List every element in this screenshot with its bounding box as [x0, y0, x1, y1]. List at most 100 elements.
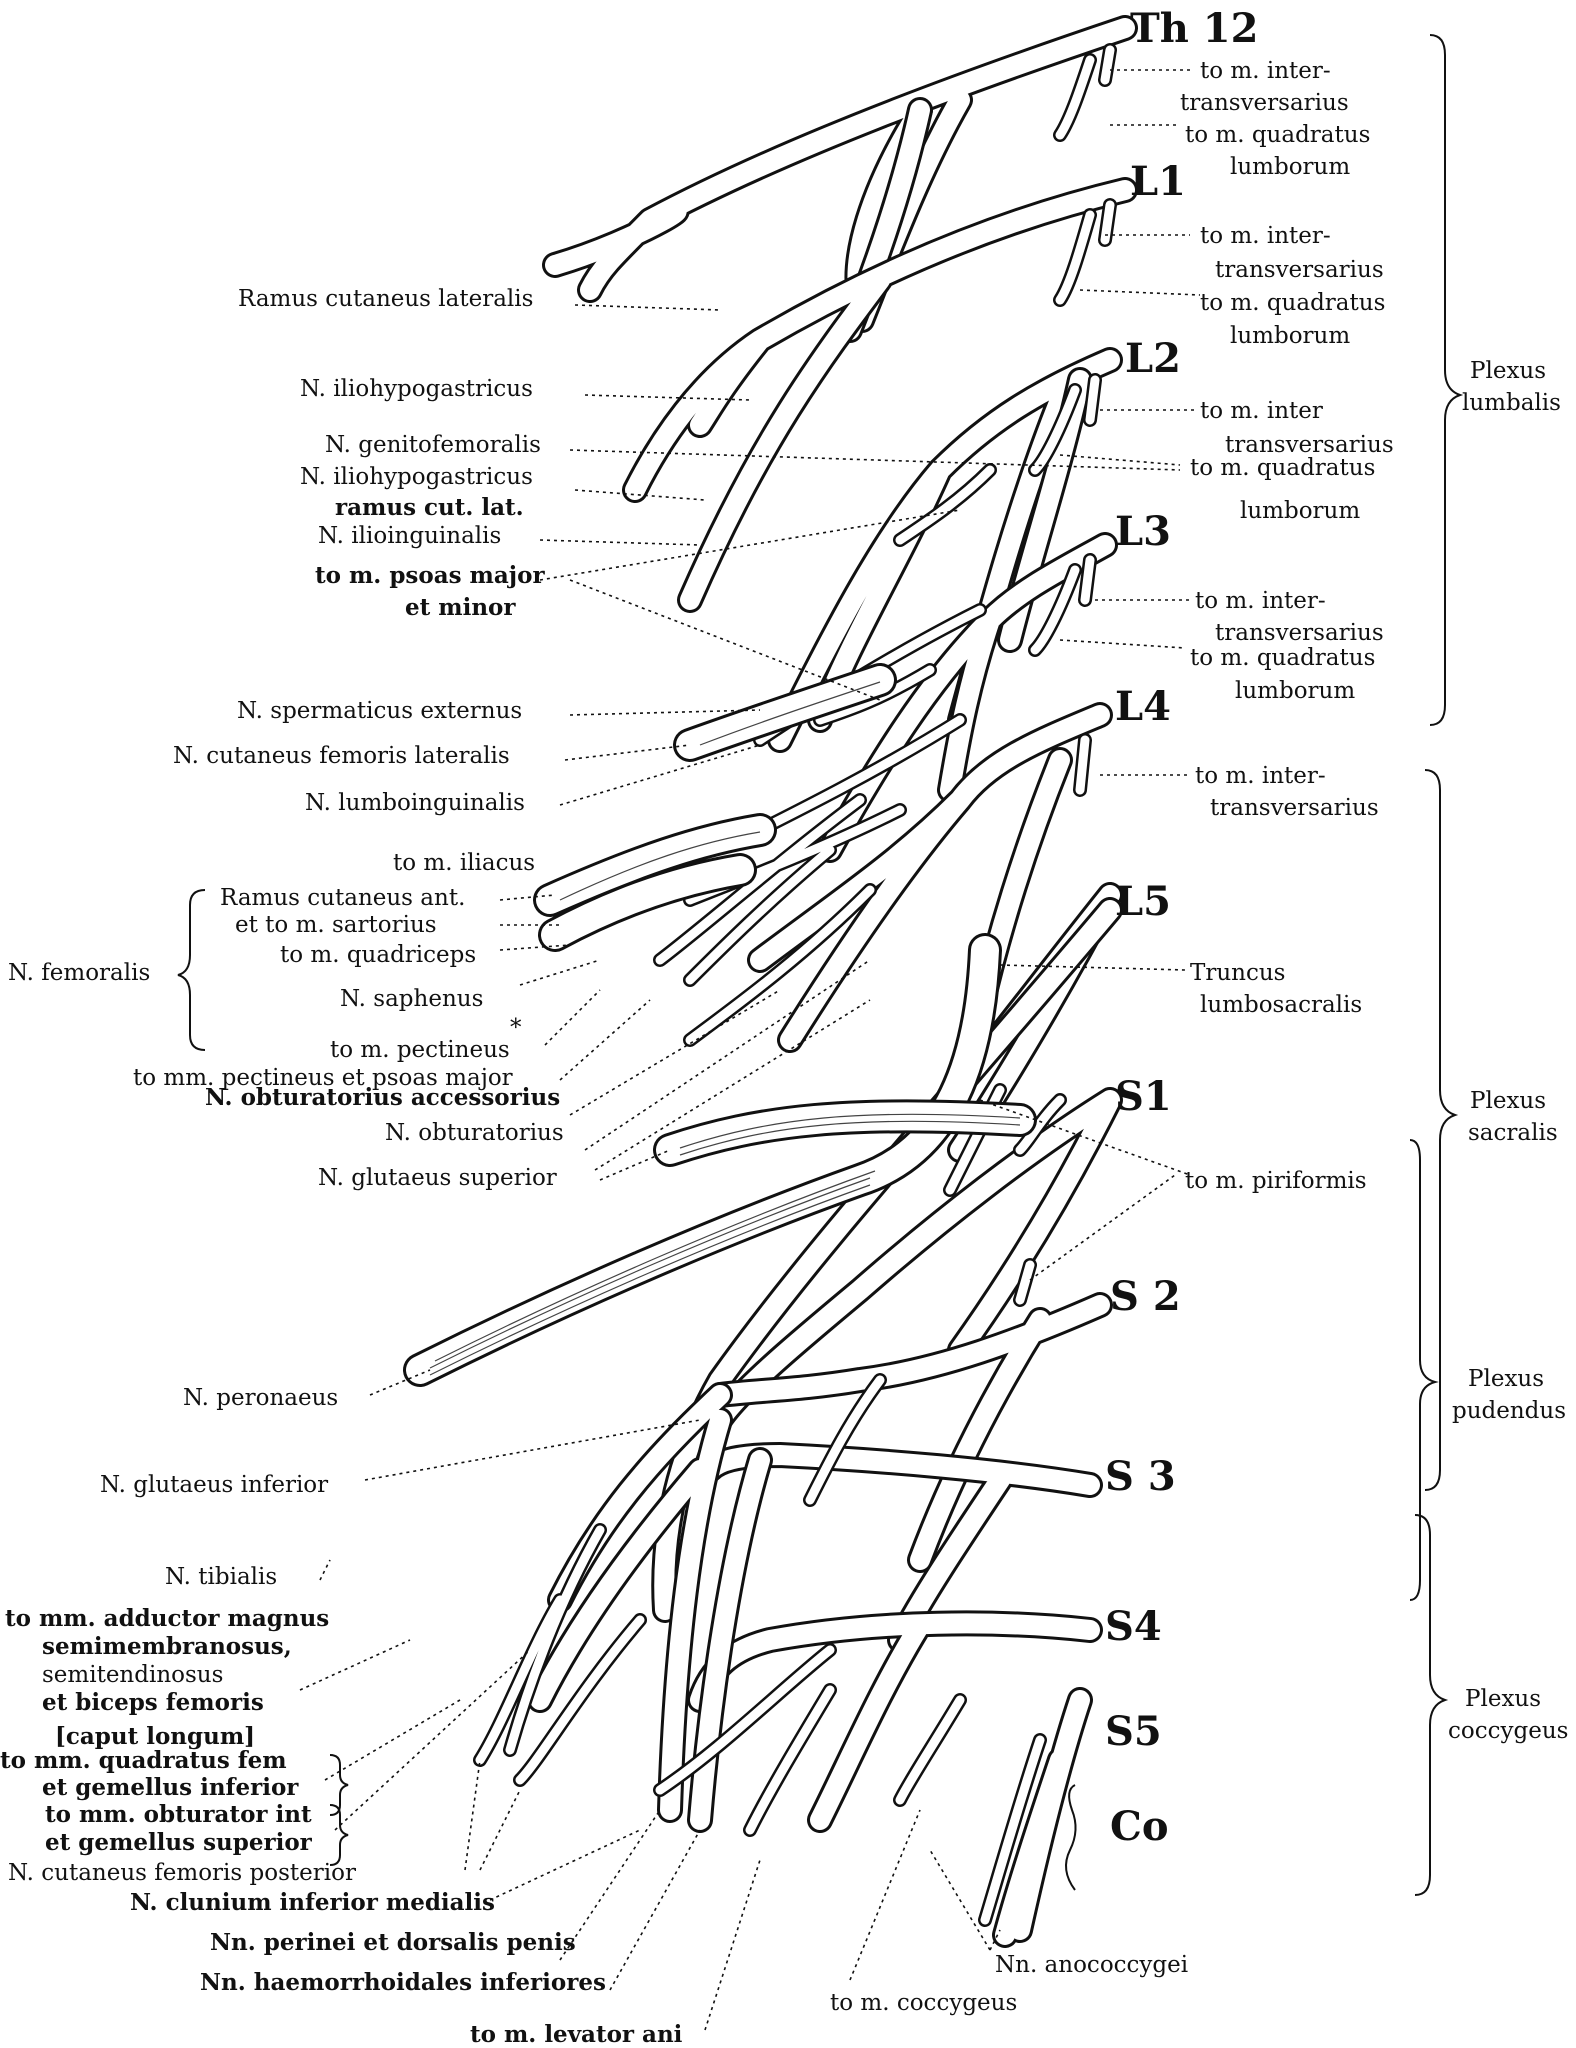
label-plexus-pudendus-2: pudendus	[1452, 1398, 1566, 1424]
label-th12-quadratus-2: lumborum	[1230, 154, 1350, 180]
label-n-obturatorius: N. obturatorius	[385, 1120, 564, 1146]
brace-coccyx	[1065, 1784, 1077, 1891]
label-psoas-1: to m. psoas major	[315, 562, 545, 589]
label-nn-perinei: Nn. perinei et dorsalis penis	[210, 1929, 576, 1956]
label-l3-quadratus-2: lumborum	[1235, 678, 1355, 704]
label-to-mm-pectineus-psoas: to mm. pectineus et psoas major	[133, 1065, 513, 1091]
brace-n-femoralis	[177, 889, 206, 1051]
label-to-m-coccygeus: to m. coccygeus	[830, 1990, 1017, 2016]
label-adductor-3: semitendinosus	[42, 1662, 223, 1688]
brace-plexus-pudendus	[1409, 1139, 1439, 1601]
label-l1-intertransversarius-1: to m. inter-	[1200, 223, 1331, 249]
label-n-tibialis: N. tibialis	[165, 1564, 277, 1590]
brace-obt-int	[329, 1804, 349, 1866]
label-plexus-lumbalis-2: lumbalis	[1462, 390, 1561, 416]
hatch-strokes	[429, 681, 1021, 1376]
label-truncus-1: Truncus	[1190, 960, 1285, 986]
label-n-clunium-inferior-medialis: N. clunium inferior medialis	[130, 1889, 495, 1916]
braces	[177, 34, 1464, 1896]
label-l1-intertransversarius-2: transversarius	[1215, 257, 1384, 283]
label-l1-quadratus-1: to m. quadratus	[1200, 290, 1385, 316]
right-labels: to m. inter- transversarius to m. quadra…	[1180, 58, 1394, 1194]
label-l3-intertransversarius-1: to m. inter-	[1195, 588, 1326, 614]
label-obturator-int-2: et gemellus superior	[45, 1829, 313, 1856]
label-to-m-iliacus: to m. iliacus	[393, 850, 535, 876]
label-th12-quadratus-1: to m. quadratus	[1185, 122, 1370, 148]
thin-branches	[473, 43, 1117, 1927]
label-l4-intertransversarius-1: to m. inter-	[1195, 763, 1326, 789]
label-plexus-coccygeus-1: Plexus	[1465, 1686, 1541, 1712]
label-to-m-levator-ani: to m. levator ani	[470, 2021, 683, 2048]
label-l2-quadratus-1: to m. quadratus	[1190, 455, 1375, 481]
label-asterisk: *	[510, 1015, 522, 1041]
hatched-nerves	[403, 663, 1037, 1387]
label-n-iliohypogastricus-ramus-1: N. iliohypogastricus	[300, 464, 533, 490]
label-l2-intertransversarius-2: transversarius	[1225, 432, 1394, 458]
root-s1: S1	[1115, 1073, 1172, 1120]
label-plexus-coccygeus-2: coccygeus	[1448, 1718, 1568, 1744]
label-l3-intertransversarius-2: transversarius	[1215, 620, 1384, 646]
label-ramus-cutaneus-lateralis: Ramus cutaneus lateralis	[238, 286, 533, 312]
root-s5: S5	[1105, 1708, 1162, 1755]
label-n-cutaneus-femoris-posterior: N. cutaneus femoris posterior	[8, 1860, 356, 1886]
label-n-iliohypogastricus: N. iliohypogastricus	[300, 376, 533, 402]
brace-plexus-coccygeus	[1414, 1514, 1449, 1896]
label-n-glutaeus-inferior: N. glutaeus inferior	[100, 1472, 328, 1498]
label-ramus-cutaneus-ant-2: et to m. sartorius	[235, 912, 437, 938]
label-n-lumboinguinalis: N. lumboinguinalis	[305, 790, 525, 816]
root-s2: S 2	[1110, 1273, 1181, 1320]
label-ramus-cutaneus-ant-1: Ramus cutaneus ant.	[220, 885, 465, 911]
root-l5: L5	[1115, 878, 1171, 925]
label-to-m-piriformis: to m. piriformis	[1185, 1168, 1367, 1194]
label-to-m-quadriceps: to m. quadriceps	[280, 942, 476, 968]
root-labels: Th 12 L1 L2 L3 L4 L5 S1 S 2 S 3 S4 S5 Co	[1105, 5, 1258, 1850]
label-l2-quadratus-2: lumborum	[1240, 498, 1360, 524]
label-plexus-sacralis-2: sacralis	[1468, 1120, 1558, 1146]
root-th12: Th 12	[1130, 5, 1258, 52]
label-n-iliohypogastricus-ramus-2: ramus cut. lat.	[335, 494, 524, 521]
label-n-cutaneus-femoris-lateralis: N. cutaneus femoris lateralis	[173, 743, 510, 769]
label-adductor-5: [caput longum]	[55, 1723, 255, 1750]
label-l2-intertransversarius-1: to m. inter	[1200, 398, 1323, 424]
label-n-spermaticus-externus: N. spermaticus externus	[237, 698, 522, 724]
label-l3-quadratus-1: to m. quadratus	[1190, 645, 1375, 671]
label-n-femoralis: N. femoralis	[8, 960, 150, 986]
root-l2: L2	[1125, 335, 1181, 382]
left-labels: Ramus cutaneus lateralis N. iliohypogast…	[0, 286, 1188, 2048]
label-l4-intertransversarius-2: transversarius	[1210, 795, 1379, 821]
label-plexus-pudendus-1: Plexus	[1468, 1366, 1544, 1392]
root-s4: S4	[1105, 1603, 1162, 1650]
label-n-glutaeus-superior: N. glutaeus superior	[318, 1165, 557, 1191]
label-truncus-2: lumbosacralis	[1200, 992, 1362, 1018]
label-nn-anococcygei: Nn. anococcygei	[995, 1952, 1188, 1978]
root-l1: L1	[1130, 158, 1186, 205]
label-n-obturatorius-accessorius: N. obturatorius accessorius	[205, 1084, 560, 1111]
label-plexus-sacralis-1: Plexus	[1470, 1088, 1546, 1114]
label-psoas-2: et minor	[405, 594, 516, 621]
brace-plexus-sacralis	[1424, 769, 1459, 1491]
plexus-labels: Plexus lumbalis Plexus sacralis Plexus p…	[1448, 358, 1568, 1744]
root-co: Co	[1110, 1803, 1169, 1850]
root-s3: S 3	[1105, 1453, 1176, 1500]
label-th12-intertransversarius-1: to m. inter-	[1200, 58, 1331, 84]
label-nn-haemorrhoidales: Nn. haemorrhoidales inferiores	[200, 1969, 606, 1996]
label-adductor-1: to mm. adductor magnus	[5, 1605, 329, 1632]
label-n-genitofemoralis: N. genitofemoralis	[325, 432, 541, 458]
label-th12-intertransversarius-2: transversarius	[1180, 90, 1349, 116]
root-l3: L3	[1115, 508, 1171, 555]
root-l4: L4	[1115, 683, 1171, 730]
leader-lines	[299, 69, 1201, 2031]
label-n-saphenus: N. saphenus	[340, 986, 483, 1012]
label-plexus-lumbalis-1: Plexus	[1470, 358, 1546, 384]
label-n-ilioinguinalis: N. ilioinguinalis	[318, 523, 501, 549]
label-quadratus-fem-1: to mm. quadratus fem	[0, 1747, 287, 1774]
label-to-m-pectineus: to m. pectineus	[330, 1037, 510, 1063]
label-n-peronaeus: N. peronaeus	[183, 1385, 338, 1411]
label-adductor-2: semimembranosus,	[42, 1633, 292, 1660]
brace-plexus-lumbalis	[1429, 34, 1464, 726]
label-adductor-4: et biceps femoris	[42, 1689, 264, 1716]
label-l1-quadratus-2: lumborum	[1230, 323, 1350, 349]
label-quadratus-fem-2: et gemellus inferior	[42, 1774, 299, 1801]
